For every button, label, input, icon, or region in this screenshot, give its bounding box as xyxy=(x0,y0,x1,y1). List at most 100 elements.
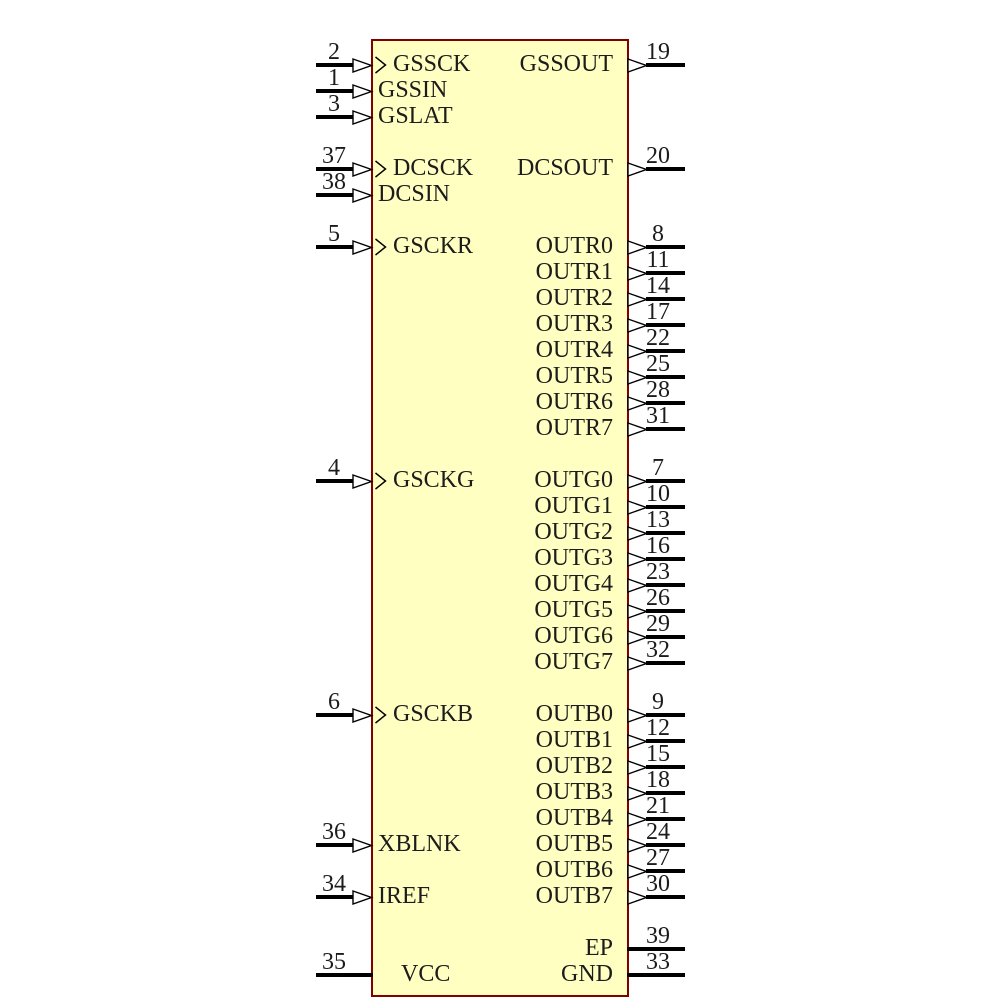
output-arrow-icon xyxy=(627,525,649,541)
pin-wire xyxy=(646,505,685,509)
clock-indicator-icon xyxy=(375,472,387,490)
pin-number: 31 xyxy=(646,403,670,429)
pin-wire xyxy=(646,895,685,899)
pin-label: DCSCK xyxy=(393,155,474,181)
pin-label: OUTG3 xyxy=(534,545,613,571)
pin-wire xyxy=(646,297,685,301)
input-arrow-icon xyxy=(352,889,374,905)
input-arrow-icon xyxy=(352,57,374,73)
pin-number: 29 xyxy=(646,611,670,637)
pin-wire xyxy=(646,245,685,249)
input-arrow-icon xyxy=(352,83,374,99)
pin-wire xyxy=(316,713,353,717)
pin-number: 28 xyxy=(646,377,670,403)
pin-wire xyxy=(316,895,353,899)
pin-label: OUTB2 xyxy=(535,753,613,779)
pin-wire xyxy=(646,271,685,275)
output-arrow-icon xyxy=(627,421,649,437)
pin-wire xyxy=(316,973,373,977)
output-arrow-icon xyxy=(627,863,649,879)
input-arrow-icon xyxy=(352,109,374,125)
pin-wire xyxy=(316,115,353,119)
pin-label: XBLNK xyxy=(378,831,461,857)
output-arrow-icon xyxy=(627,811,649,827)
output-arrow-icon xyxy=(627,837,649,853)
output-arrow-icon xyxy=(627,265,649,281)
pin-number: 6 xyxy=(328,689,340,715)
output-arrow-icon xyxy=(627,551,649,567)
pin-number: 34 xyxy=(322,871,346,897)
output-arrow-icon xyxy=(627,577,649,593)
pin-label: GSCKG xyxy=(393,467,475,493)
pin-number: 18 xyxy=(646,767,670,793)
pin-number: 25 xyxy=(646,351,670,377)
input-arrow-icon xyxy=(352,161,374,177)
pin-number: 20 xyxy=(646,143,670,169)
pin-number: 8 xyxy=(652,221,664,247)
pin-number: 21 xyxy=(646,793,670,819)
pin-number: 27 xyxy=(646,845,670,871)
pin-number: 7 xyxy=(652,455,664,481)
pin-label: GND xyxy=(561,961,613,987)
pin-number: 30 xyxy=(646,871,670,897)
pin-wire xyxy=(316,479,353,483)
pin-wire xyxy=(316,167,353,171)
input-arrow-icon xyxy=(352,187,374,203)
pin-number: 13 xyxy=(646,507,670,533)
pin-wire xyxy=(316,245,353,249)
pin-label: OUTR3 xyxy=(535,311,613,337)
pin-wire xyxy=(646,167,685,171)
pin-wire xyxy=(646,843,685,847)
pin-label: GSSCK xyxy=(393,51,471,77)
pin-label: OUTB5 xyxy=(535,831,613,857)
pin-label: VCC xyxy=(401,961,451,987)
pin-label: OUTB4 xyxy=(535,805,613,831)
pin-label: OUTB1 xyxy=(535,727,613,753)
clock-indicator-icon xyxy=(375,56,387,74)
pin-number: 9 xyxy=(652,689,664,715)
pin-label: EP xyxy=(584,935,613,961)
output-arrow-icon xyxy=(627,603,649,619)
pin-number: 17 xyxy=(646,299,670,325)
pin-number: 15 xyxy=(646,741,670,767)
pin-wire xyxy=(646,375,685,379)
pin-wire xyxy=(646,531,685,535)
pin-label: OUTR4 xyxy=(535,337,613,363)
pin-number: 23 xyxy=(646,559,670,585)
pin-label: OUTR5 xyxy=(535,363,613,389)
output-arrow-icon xyxy=(627,629,649,645)
pin-wire xyxy=(627,973,685,977)
pin-number: 16 xyxy=(646,533,670,559)
input-arrow-icon xyxy=(352,837,374,853)
pin-wire xyxy=(646,63,685,67)
output-arrow-icon xyxy=(627,655,649,671)
input-arrow-icon xyxy=(352,239,374,255)
pin-number: 35 xyxy=(322,949,346,975)
pin-number: 22 xyxy=(646,325,670,351)
pin-wire xyxy=(646,427,685,431)
chip-body xyxy=(371,39,629,997)
output-arrow-icon xyxy=(627,343,649,359)
pin-label: OUTR1 xyxy=(535,259,613,285)
pin-wire xyxy=(646,713,685,717)
pin-wire xyxy=(646,479,685,483)
pin-label: GSSOUT xyxy=(519,51,613,77)
input-arrow-icon xyxy=(352,473,374,489)
pin-number: 11 xyxy=(646,247,670,273)
output-arrow-icon xyxy=(627,759,649,775)
output-arrow-icon xyxy=(627,499,649,515)
pin-wire xyxy=(646,583,685,587)
pin-wire xyxy=(646,635,685,639)
pin-wire xyxy=(646,739,685,743)
pin-number: 32 xyxy=(646,637,670,663)
pin-number: 19 xyxy=(646,39,670,65)
output-arrow-icon xyxy=(627,395,649,411)
pin-label: IREF xyxy=(378,883,431,909)
pin-label: OUTG1 xyxy=(534,493,613,519)
pin-label: GSCKR xyxy=(393,233,474,259)
pin-wire xyxy=(646,609,685,613)
pin-label: GSLAT xyxy=(378,103,453,129)
pin-label: OUTR2 xyxy=(535,285,613,311)
clock-indicator-icon xyxy=(375,238,387,256)
pin-wire xyxy=(646,791,685,795)
